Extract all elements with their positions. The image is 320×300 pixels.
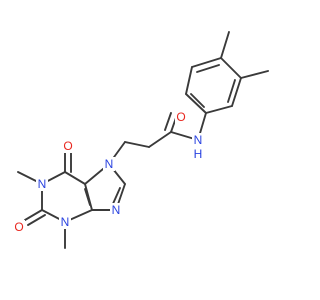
bond bbox=[205, 105, 233, 114]
atom-labels: N H O N N N N O O bbox=[13, 110, 204, 234]
carbonyl-o6-label: O bbox=[63, 139, 72, 153]
bond bbox=[27, 214, 46, 226]
bond bbox=[24, 209, 43, 221]
bond bbox=[231, 77, 242, 107]
bond bbox=[64, 171, 86, 185]
bond bbox=[196, 64, 220, 73]
imidazole-n7-label: N bbox=[105, 157, 114, 171]
bond bbox=[191, 57, 222, 68]
bond bbox=[220, 57, 242, 79]
bond bbox=[240, 70, 269, 79]
structure-diagram: N H O N N N N O O bbox=[13, 31, 269, 249]
bond bbox=[124, 141, 150, 148]
pyrimidine-n1-label: N bbox=[38, 177, 47, 191]
carbonyl-o2-label: O bbox=[14, 220, 23, 234]
bond bbox=[220, 31, 230, 59]
bond bbox=[84, 183, 93, 211]
bond bbox=[148, 131, 172, 148]
amide-nitrogen-label: N bbox=[194, 133, 203, 147]
bond bbox=[185, 93, 207, 114]
bonds bbox=[17, 31, 269, 249]
bond bbox=[185, 66, 193, 95]
imidazole-n9-label: N bbox=[112, 203, 121, 217]
pyrimidine-n3-label: N bbox=[61, 215, 70, 229]
amide-oxygen-label: O bbox=[176, 110, 185, 124]
bond bbox=[84, 188, 91, 206]
bond bbox=[227, 79, 236, 103]
bond bbox=[190, 93, 205, 108]
bond bbox=[164, 112, 172, 131]
amide-hydrogen-label: H bbox=[194, 147, 203, 161]
